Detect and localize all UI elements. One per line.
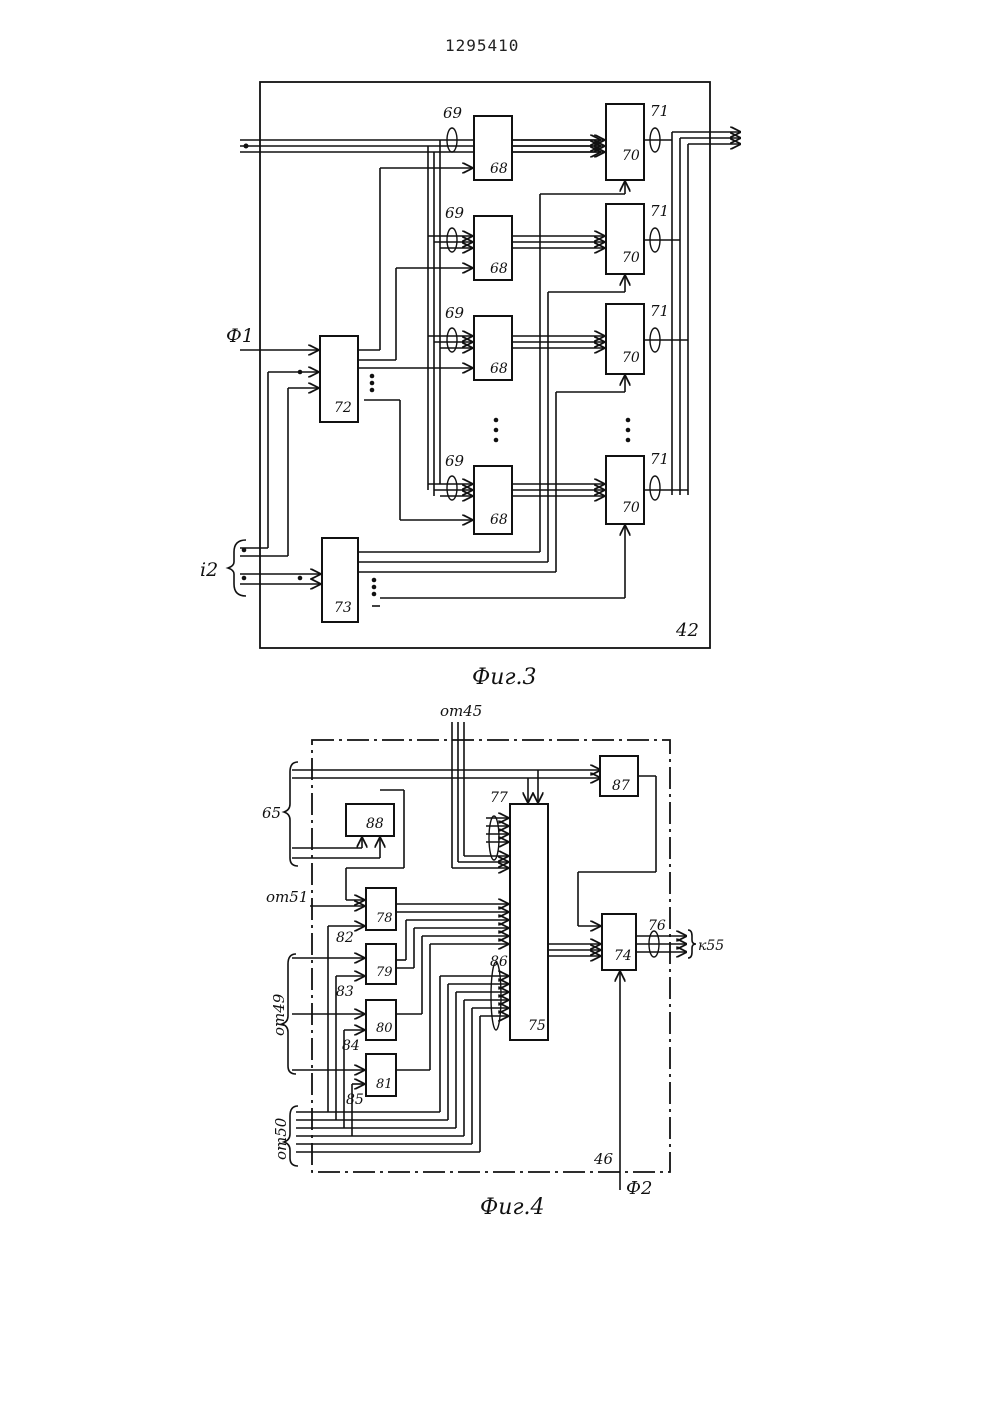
block-68-label: 68 bbox=[490, 161, 508, 177]
row-4: 68 70 69 71 bbox=[364, 400, 688, 598]
block-70-1 bbox=[606, 104, 644, 180]
from-50-label: от50 bbox=[272, 1117, 290, 1160]
block-88-label: 88 bbox=[366, 816, 384, 832]
to-55-label: к55 bbox=[698, 938, 724, 954]
block-70-label: 70 bbox=[622, 350, 640, 366]
bus-76-label: 76 bbox=[648, 918, 666, 934]
bus-69-label: 69 bbox=[445, 304, 465, 322]
figure-3: 68 70 69 71 68 70 69 71 bbox=[200, 82, 740, 690]
block-74-label: 74 bbox=[614, 948, 632, 964]
from-49-label: от49 bbox=[270, 993, 288, 1036]
label-65: 65 bbox=[262, 804, 281, 822]
bus-69-label: 69 bbox=[443, 104, 463, 122]
bus-77-oval bbox=[489, 816, 499, 860]
block-81-label: 81 bbox=[376, 1077, 393, 1092]
bus-71-label: 71 bbox=[650, 450, 669, 468]
bus-71-label: 71 bbox=[650, 102, 669, 120]
block-68-label: 68 bbox=[490, 261, 508, 277]
from-45-label: от45 bbox=[440, 702, 482, 720]
signal-f1: Ф1 bbox=[226, 325, 254, 347]
bus-69-label: 69 bbox=[445, 452, 465, 470]
bus-71-label: 71 bbox=[650, 202, 669, 220]
wire-83-label: 83 bbox=[336, 984, 354, 1000]
block-70-label: 70 bbox=[622, 250, 640, 266]
bus-86-oval bbox=[491, 962, 501, 1030]
block-75 bbox=[510, 804, 548, 1040]
block-79-label: 79 bbox=[376, 965, 393, 980]
decoder-73-label: 73 bbox=[334, 600, 352, 616]
from-51-label: от51 bbox=[266, 888, 308, 906]
block-75-label: 75 bbox=[528, 1018, 546, 1034]
figure-4: от45 75 77 65 87 88 bbox=[262, 702, 724, 1220]
input-bus-i2: i2 bbox=[200, 559, 218, 581]
signal-f2: Ф2 bbox=[626, 1178, 652, 1199]
wire-85-label: 85 bbox=[346, 1092, 364, 1108]
block-87-label: 87 bbox=[612, 778, 630, 794]
block-78-label: 78 bbox=[376, 911, 393, 926]
block-68-label: 68 bbox=[490, 512, 508, 528]
block-80-label: 80 bbox=[376, 1021, 393, 1036]
figure-4-caption: Фиг.4 bbox=[480, 1195, 545, 1220]
module-42-label: 42 bbox=[675, 620, 699, 641]
row-3: 68 70 69 71 bbox=[358, 302, 688, 392]
bus-71-label: 71 bbox=[650, 302, 669, 320]
bus-77-label: 77 bbox=[490, 790, 508, 806]
block-70-label: 70 bbox=[622, 148, 640, 164]
module-46-label: 46 bbox=[593, 1150, 614, 1168]
wire-82-label: 82 bbox=[336, 930, 354, 946]
bus-69-label: 69 bbox=[445, 204, 465, 222]
bus-71-oval bbox=[650, 476, 660, 500]
decoder-72-label: 72 bbox=[334, 400, 352, 416]
block-70-label: 70 bbox=[622, 500, 640, 516]
bus-86-label: 86 bbox=[490, 954, 508, 970]
figure-3-caption: Фиг.3 bbox=[472, 665, 537, 690]
block-68-label: 68 bbox=[490, 361, 508, 377]
